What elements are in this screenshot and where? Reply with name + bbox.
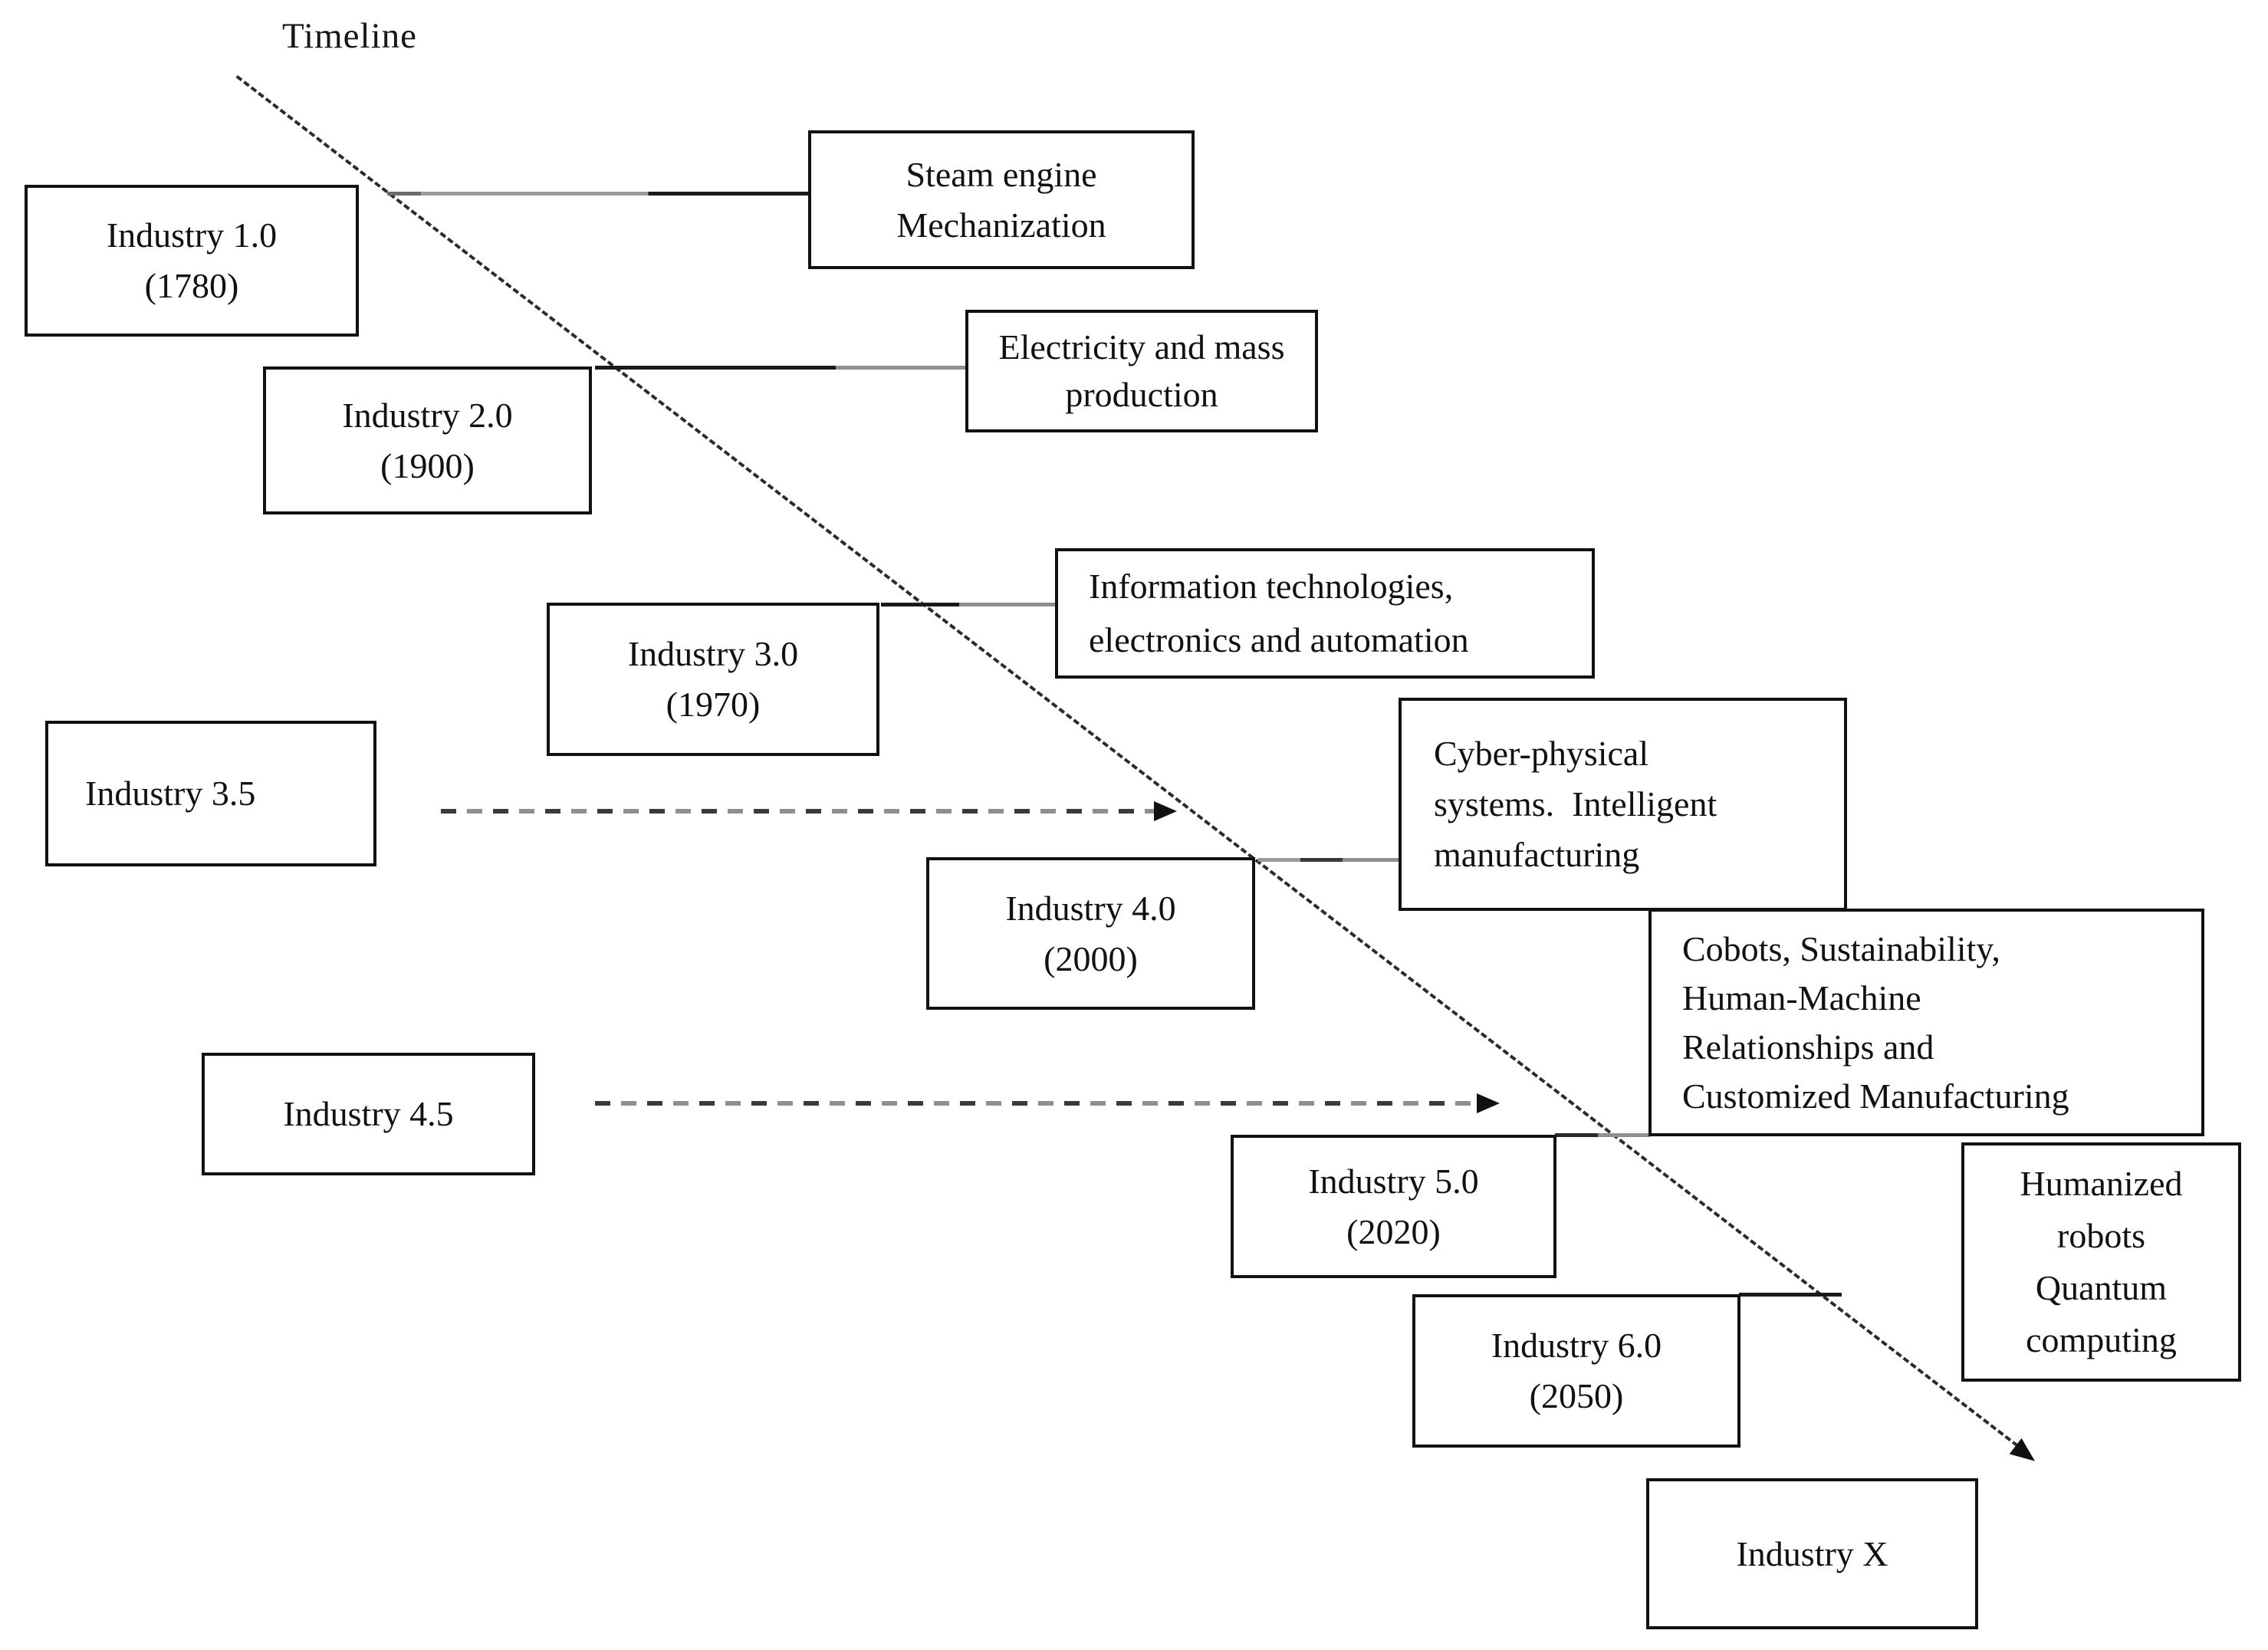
cobots-description-box: Cobots, Sustainability, Human-Machine Re… xyxy=(1648,909,2204,1136)
description-line: Quantum xyxy=(2035,1268,2168,1307)
industry-5-0-box: Industry 5.0 (2020) xyxy=(1231,1135,1556,1278)
humanized-robots-description-box: Humanized robots Quantum computing xyxy=(1961,1142,2241,1382)
description-line: Information technologies, xyxy=(1089,567,1454,606)
box-label: Industry 1.0 xyxy=(106,215,278,255)
description-line: electronics and automation xyxy=(1089,620,1469,659)
box-year: (2000) xyxy=(1044,938,1138,978)
description-line: Customized Manufacturing xyxy=(1682,1076,2069,1116)
electricity-description-box: Electricity and mass production xyxy=(965,310,1318,432)
description-line: Humanized xyxy=(2020,1164,2183,1203)
description-line: Cyber-physical xyxy=(1434,734,1649,773)
description-line: systems. Intelligent xyxy=(1434,784,1717,823)
cyber-physical-description-box: Cyber-physical systems. Intelligent manu… xyxy=(1399,698,1847,911)
description-line: Mechanization xyxy=(896,205,1106,245)
industry-4-5-box: Industry 4.5 xyxy=(202,1053,535,1175)
description-line: production xyxy=(1065,375,1218,414)
connector-line-electricity xyxy=(595,366,965,370)
connector-line-industry-6-0 xyxy=(1739,1293,1842,1297)
description-line: Cobots, Sustainability, xyxy=(1682,929,2000,968)
box-label: Industry 5.0 xyxy=(1308,1161,1479,1201)
box-label: Industry 4.5 xyxy=(283,1094,454,1133)
industry-x-box: Industry X xyxy=(1646,1478,1978,1629)
steam-engine-description-box: Steam engine Mechanization xyxy=(808,130,1195,269)
description-line: manufacturing xyxy=(1434,835,1640,874)
box-label: Industry 3.0 xyxy=(627,634,799,673)
description-line: robots xyxy=(2057,1216,2145,1255)
description-line: Steam engine xyxy=(906,154,1097,194)
box-year: (1970) xyxy=(666,685,761,724)
arrowhead-icon xyxy=(2009,1438,2041,1469)
box-label: Industry 4.0 xyxy=(1005,888,1176,928)
description-line: computing xyxy=(2026,1320,2177,1359)
dashed-line xyxy=(595,1101,1480,1106)
description-line: Electricity and mass xyxy=(998,327,1285,366)
page-title: Timeline xyxy=(282,16,418,56)
box-year: (2020) xyxy=(1346,1211,1441,1251)
box-label: Industry 2.0 xyxy=(342,395,513,435)
arrowhead-icon xyxy=(1477,1093,1500,1113)
information-technologies-description-box: Information technologies, electronics an… xyxy=(1055,548,1595,679)
connector-line-cyber xyxy=(1258,858,1399,862)
box-year: (2050) xyxy=(1529,1376,1624,1415)
industry-1-0-box: Industry 1.0 (1780) xyxy=(25,185,359,337)
description-line: Human-Machine xyxy=(1682,978,1921,1017)
connector-line-industry-5-0 xyxy=(1555,1133,1650,1137)
connector-line-steam xyxy=(387,192,808,196)
dashed-line xyxy=(441,809,1157,813)
industry-3-5-box: Industry 3.5 xyxy=(45,721,376,866)
industry-3-0-box: Industry 3.0 (1970) xyxy=(547,603,879,756)
description-line: Relationships and xyxy=(1682,1027,1934,1067)
industry-4-5-dashed-arrow xyxy=(595,1093,1500,1113)
arrowhead-icon xyxy=(1154,801,1177,821)
box-year: (1900) xyxy=(380,445,475,485)
box-label: Industry 3.5 xyxy=(85,774,256,813)
box-label: Industry 6.0 xyxy=(1491,1326,1662,1365)
industry-3-5-dashed-arrow xyxy=(441,801,1177,821)
connector-line-information xyxy=(881,603,1055,606)
industry-6-0-box: Industry 6.0 (2050) xyxy=(1412,1294,1740,1448)
box-label: Industry X xyxy=(1736,1533,1888,1573)
industry-4-0-box: Industry 4.0 (2000) xyxy=(926,857,1255,1010)
industry-2-0-box: Industry 2.0 (1900) xyxy=(263,366,592,514)
box-year: (1780) xyxy=(144,266,239,305)
